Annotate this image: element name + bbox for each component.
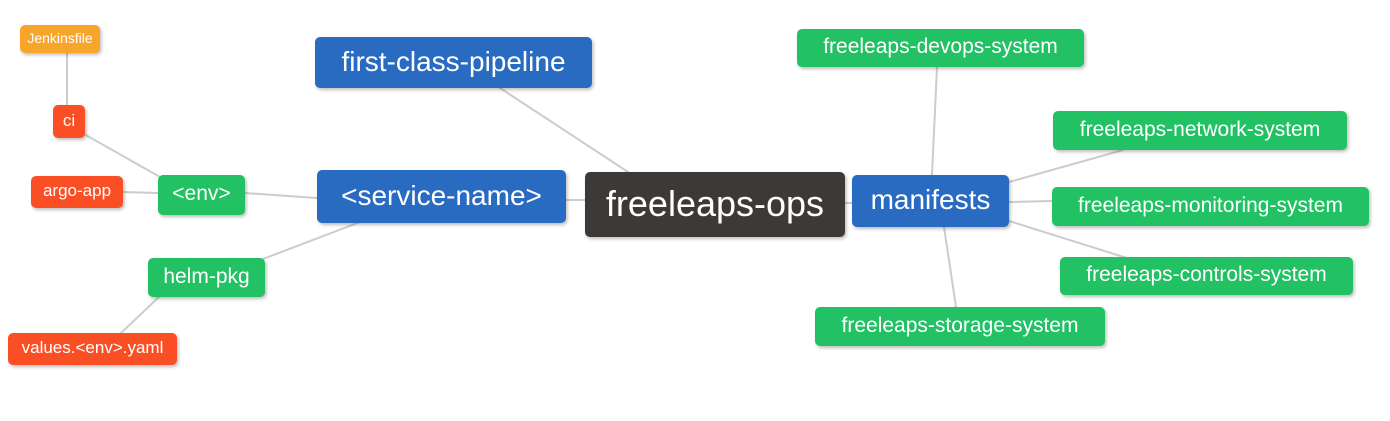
edge-service-name--helm-pkg xyxy=(262,221,361,260)
edge-ci--env xyxy=(83,133,161,178)
node-freeleaps-network-system[interactable]: freeleaps-network-system xyxy=(1053,111,1347,150)
edge-manifests--freeleaps-storage-system xyxy=(943,226,957,308)
edge-manifests--freeleaps-monitoring-system xyxy=(1008,200,1053,203)
edge-manifests--freeleaps-devops-system xyxy=(931,66,938,176)
edge-manifests--freeleaps-network-system xyxy=(1008,149,1124,183)
node-freeleaps-monitoring-system[interactable]: freeleaps-monitoring-system xyxy=(1052,187,1369,226)
node-helm-pkg[interactable]: helm-pkg xyxy=(148,258,265,297)
node-env[interactable]: <env> xyxy=(158,175,245,215)
node-ci[interactable]: ci xyxy=(53,105,85,138)
node-manifests[interactable]: manifests xyxy=(852,175,1009,227)
edge-env--service-name xyxy=(244,192,318,199)
node-service-name[interactable]: <service-name> xyxy=(317,170,566,223)
edge-helm-pkg--values-env-yaml xyxy=(119,295,161,335)
node-jenkinsfile[interactable]: Jenkinsfile xyxy=(20,25,100,53)
edge-argo-app--env xyxy=(122,191,159,194)
edge-first-class-pipeline--freeleaps-ops xyxy=(499,87,629,173)
node-first-class-pipeline[interactable]: first-class-pipeline xyxy=(315,37,592,88)
node-freeleaps-storage-system[interactable]: freeleaps-storage-system xyxy=(815,307,1105,346)
node-freeleaps-ops[interactable]: freeleaps-ops xyxy=(585,172,845,237)
edge-manifests--freeleaps-controls-system xyxy=(1008,220,1131,260)
node-freeleaps-controls-system[interactable]: freeleaps-controls-system xyxy=(1060,257,1353,295)
node-freeleaps-devops-system[interactable]: freeleaps-devops-system xyxy=(797,29,1084,67)
node-argo-app[interactable]: argo-app xyxy=(31,176,123,208)
node-values-env-yaml[interactable]: values.<env>.yaml xyxy=(8,333,177,365)
